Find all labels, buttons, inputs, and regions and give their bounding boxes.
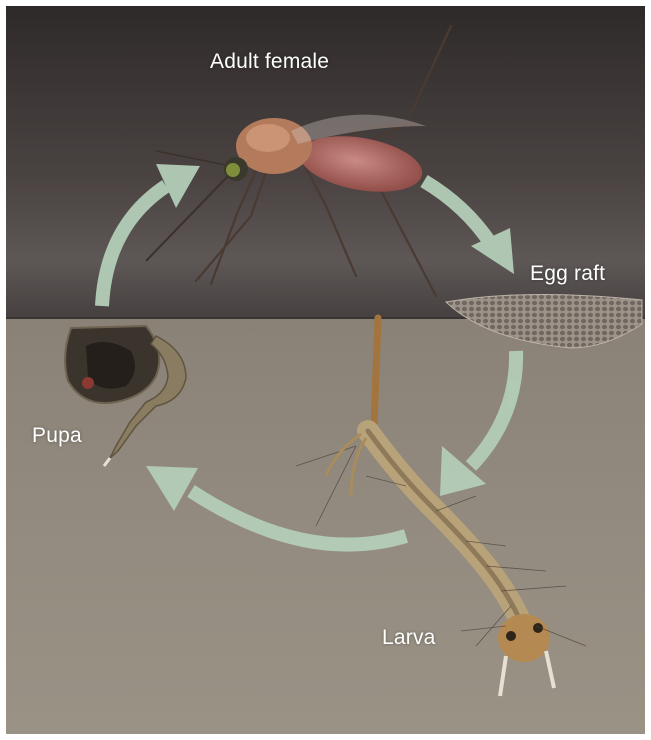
life-cycle-figure: Adult female Egg raft Pupa Larva [6,6,645,734]
label-egg-raft: Egg raft [530,262,605,286]
life-cycle-illustration [6,6,645,734]
larva-head [498,614,550,662]
label-larva: Larva [382,626,436,650]
label-adult-female: Adult female [210,50,329,74]
label-pupa: Pupa [32,424,82,448]
